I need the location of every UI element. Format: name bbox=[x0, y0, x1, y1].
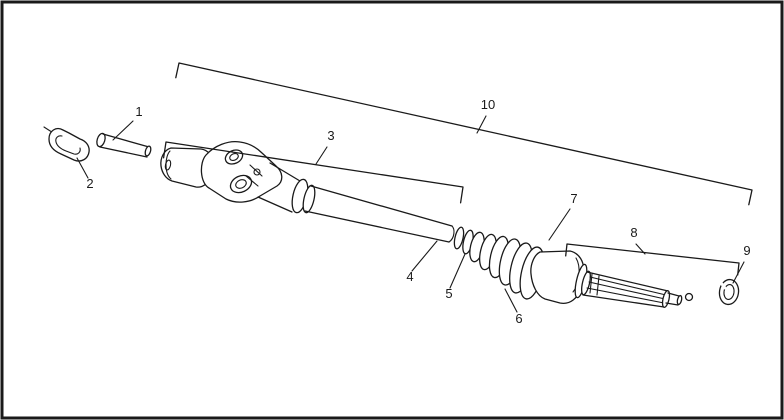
stub-bottom-edge bbox=[582, 294, 665, 308]
nub-tip bbox=[676, 294, 683, 306]
tube-start-ring bbox=[302, 184, 316, 214]
leader-line-8 bbox=[635, 243, 646, 255]
callout-6: 6 bbox=[515, 311, 522, 326]
callout-2: 2 bbox=[86, 176, 93, 191]
tube-bottom-edge bbox=[304, 210, 450, 243]
callout-3: 3 bbox=[327, 128, 334, 143]
stub-shaft-drawing bbox=[582, 271, 694, 308]
callout-10: 10 bbox=[481, 97, 495, 112]
callout-7: 7 bbox=[570, 191, 577, 206]
leader-line-7 bbox=[548, 208, 571, 241]
yoke-body bbox=[200, 140, 283, 203]
leader-line-1 bbox=[112, 120, 134, 141]
nub-bottom-edge bbox=[665, 302, 679, 306]
spline-lines bbox=[586, 276, 667, 304]
leader-line-9 bbox=[732, 261, 745, 284]
leader-lines bbox=[76, 115, 745, 313]
pin-top-edge bbox=[102, 133, 150, 148]
pin-tip bbox=[144, 145, 152, 157]
bracket-8 bbox=[565, 243, 740, 276]
bracket-3 bbox=[162, 141, 464, 204]
leader-line-3 bbox=[315, 146, 328, 165]
joint-housing-drawing bbox=[530, 250, 591, 304]
clip-outline bbox=[48, 127, 90, 162]
snap-ring-drawing bbox=[718, 278, 740, 306]
collar-hole bbox=[164, 159, 172, 171]
lower-ear-hole bbox=[235, 179, 247, 189]
leader-line-10 bbox=[476, 115, 487, 134]
callout-4: 4 bbox=[406, 269, 413, 284]
nub-top-edge bbox=[667, 292, 680, 297]
cotter-clip-drawing bbox=[43, 126, 90, 162]
bracket-10 bbox=[175, 62, 753, 206]
upper-ear-hole bbox=[229, 152, 239, 162]
tip-washer bbox=[684, 292, 694, 302]
callout-labels: 1 2 3 4 5 6 7 8 9 10 bbox=[86, 97, 750, 326]
leader-line-6 bbox=[504, 288, 518, 313]
lower-ear-boss bbox=[229, 174, 253, 194]
cross-spider-lines bbox=[245, 164, 263, 187]
bearing-cup bbox=[253, 168, 261, 176]
spline-ticks bbox=[589, 273, 600, 296]
housing-body bbox=[530, 250, 585, 304]
leader-line-2 bbox=[76, 157, 89, 179]
snap-ring-gap bbox=[719, 281, 727, 290]
callout-9: 9 bbox=[743, 243, 750, 258]
callout-8: 8 bbox=[630, 225, 637, 240]
callout-5: 5 bbox=[445, 286, 452, 301]
pin-drawing bbox=[96, 132, 152, 158]
stub-top-edge bbox=[586, 271, 669, 292]
bell-bottom-edge bbox=[257, 196, 293, 213]
pin-bottom-edge bbox=[99, 146, 148, 158]
propshaft-tube-drawing bbox=[304, 185, 455, 243]
snap-ring-inner bbox=[723, 283, 735, 301]
clamp-ring-small bbox=[453, 226, 465, 250]
leader-line-5 bbox=[449, 253, 466, 289]
bell-top-edge bbox=[269, 162, 301, 182]
callout-1: 1 bbox=[135, 104, 142, 119]
tube-end-arc bbox=[448, 225, 455, 243]
clip-inner-edge bbox=[55, 135, 81, 155]
tube-top-edge bbox=[310, 185, 453, 227]
leader-line-4 bbox=[411, 240, 438, 272]
